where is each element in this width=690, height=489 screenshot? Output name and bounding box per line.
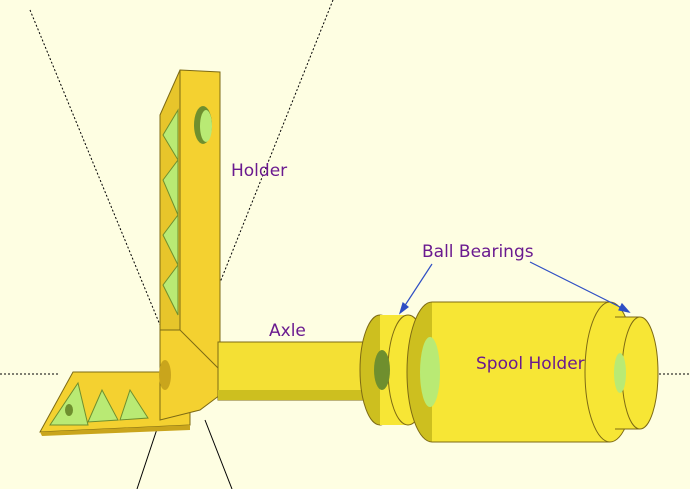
label-holder: Holder — [231, 161, 287, 181]
arrow-line-left — [401, 263, 433, 311]
guide-line-solid-right — [204, 419, 233, 489]
arrow-head-right — [618, 302, 631, 313]
bearing-arrows — [398, 261, 631, 315]
ball-bearing-right — [614, 316, 659, 430]
guide-line-dotted-right — [204, 0, 334, 321]
label-spool-holder: Spool Holder — [476, 354, 585, 374]
holder-base-arm — [39, 371, 191, 436]
base-cutout-3 — [119, 388, 149, 421]
arrow-line-right — [529, 261, 627, 311]
holder-post — [159, 69, 221, 421]
post-cutout-3 — [162, 213, 179, 266]
guide-line-dotted-left — [29, 9, 161, 326]
arrow-head-left — [398, 301, 409, 315]
label-ball-bearings: Ball Bearings — [422, 242, 534, 262]
knuckle-hole — [159, 360, 171, 390]
base-hole — [65, 404, 73, 416]
post-cutout-1 — [162, 108, 179, 162]
post-cutout-2 — [162, 158, 179, 216]
label-axle: Axle — [269, 321, 306, 341]
guide-line-solid-left — [136, 419, 161, 489]
post-cutout-4 — [162, 263, 179, 316]
base-cutout-2 — [87, 388, 119, 423]
